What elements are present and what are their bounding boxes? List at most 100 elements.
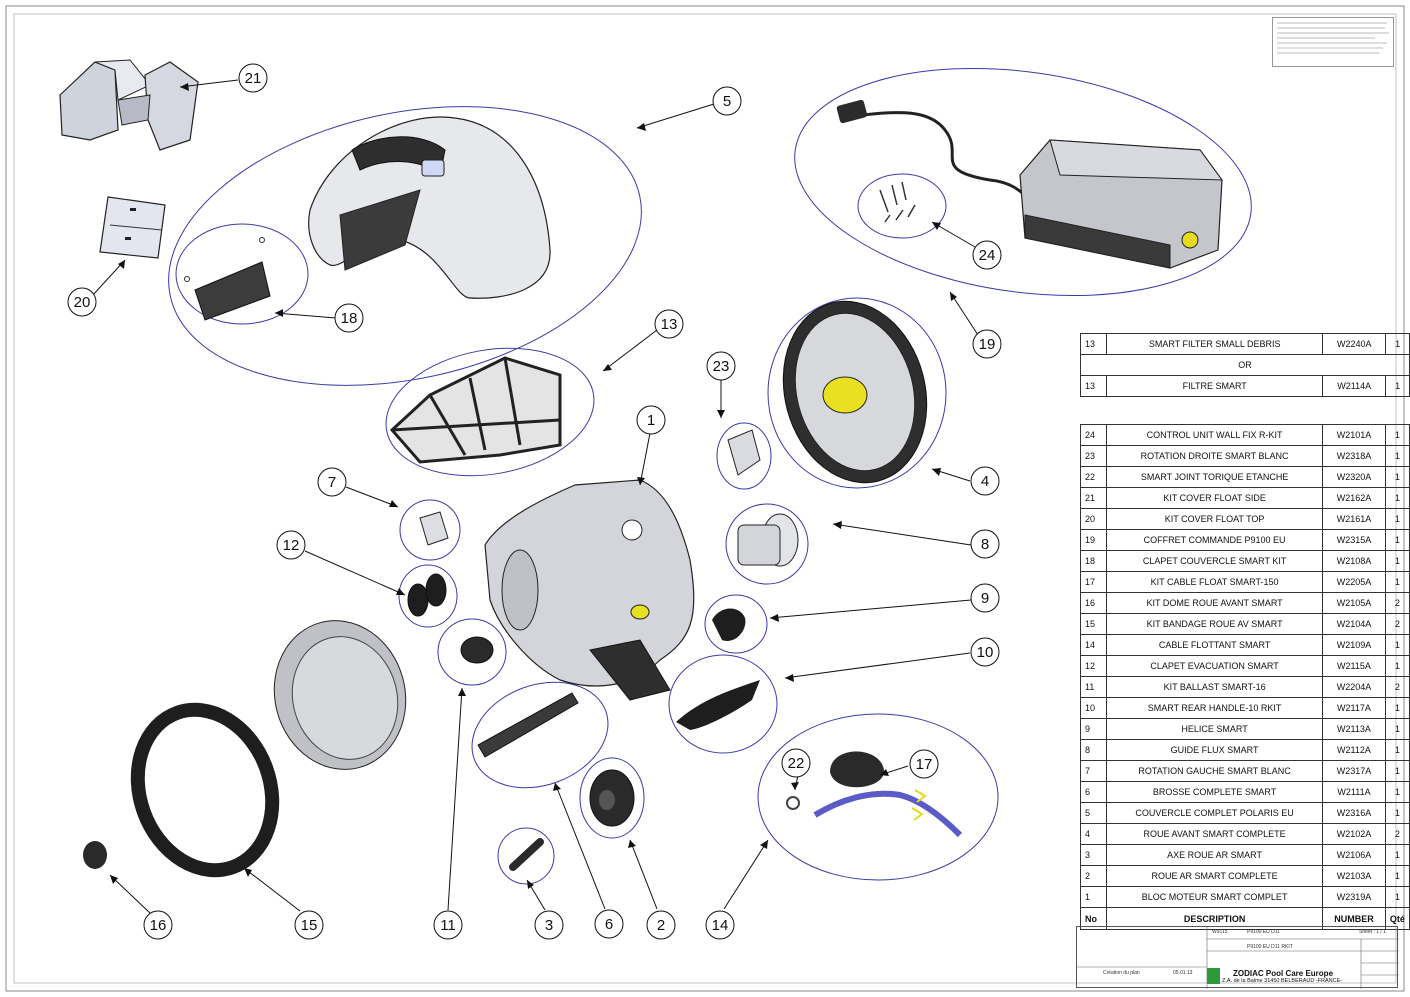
- copyright-notice: [1272, 17, 1394, 67]
- callout-circle: [972, 240, 1002, 270]
- callout-circle: [433, 910, 463, 940]
- callout-circle: [970, 466, 1000, 496]
- cell-qty: 1: [1384, 550, 1410, 572]
- callout-label: 22: [788, 755, 805, 772]
- cell-no: 13: [1079, 375, 1108, 397]
- cell-no: 14: [1079, 634, 1108, 656]
- cell-qty: 2: [1384, 823, 1410, 845]
- cell-number: W2112A: [1322, 739, 1386, 761]
- callout-1: 1: [636, 405, 666, 435]
- cell-qty: 1: [1384, 865, 1410, 887]
- part-3-rear-axle: [509, 838, 544, 871]
- group-ellipse-18: [175, 223, 309, 325]
- cell-number: W2102A: [1322, 823, 1386, 845]
- callout-15: 15: [294, 910, 324, 940]
- cell-description: KIT BALLAST SMART-16: [1106, 676, 1324, 698]
- callout-label: 23: [713, 358, 730, 375]
- part-4-front-wheel: [782, 300, 928, 484]
- cell-number: W2161A: [1322, 508, 1386, 530]
- cell-qty: 1: [1385, 375, 1410, 397]
- cell-qty: 2: [1384, 676, 1410, 698]
- cell-description: KIT COVER FLOAT TOP: [1106, 508, 1324, 530]
- cell-number: W2111A: [1322, 781, 1386, 803]
- cell-no: 2: [1079, 865, 1108, 887]
- tb-designation-code: P9100 EU D11: [1247, 929, 1280, 935]
- callout-12: 12: [276, 530, 306, 560]
- callout-17: 17: [909, 749, 939, 779]
- cell-description: COFFRET COMMANDE P9100 EU: [1106, 529, 1324, 551]
- cell-no: 19: [1079, 529, 1108, 551]
- callout-circle: [636, 405, 666, 435]
- part-12-drain-flap: [407, 573, 447, 617]
- cell-qty: 1: [1384, 445, 1410, 467]
- cell-description: HELICE SMART: [1106, 718, 1324, 740]
- callout-18: 18: [334, 303, 364, 333]
- cell-number: W2204A: [1322, 676, 1386, 698]
- callout-label: 5: [723, 93, 731, 110]
- zodiac-logo: [1207, 968, 1220, 984]
- part-2-small-wheel: [589, 769, 635, 827]
- callout-label: 16: [150, 917, 167, 934]
- table-header-row: No DESCRIPTION NUMBER Qté: [1079, 907, 1410, 930]
- callout-10: 10: [970, 637, 1000, 667]
- alternate-filter-table: 13 SMART FILTER SMALL DEBRIS W2240A 1 OR…: [1079, 333, 1410, 397]
- callout-label: 11: [440, 917, 456, 934]
- cell-number: W2103A: [1322, 865, 1386, 887]
- callout-13: 13: [654, 309, 684, 339]
- group-ellipse-6: [471, 681, 609, 789]
- part-15-tire-band: [130, 702, 280, 878]
- callout-label: 21: [245, 70, 262, 87]
- cell-description: COUVERCLE COMPLET POLARIS EU: [1106, 802, 1324, 824]
- callout-circle: [534, 910, 564, 940]
- cell-qty: 1: [1384, 487, 1410, 509]
- cell-no: 12: [1079, 655, 1108, 677]
- leader-arrowheads: [110, 83, 957, 889]
- callout-label: 6: [605, 916, 613, 933]
- part-1-motor-block: [484, 479, 695, 701]
- callout-circle: [970, 637, 1000, 667]
- callout-label: 3: [545, 917, 553, 934]
- cell-qty: 1: [1384, 697, 1410, 719]
- callout-label: 7: [328, 474, 336, 491]
- cell-or: OR: [1080, 354, 1410, 376]
- table-row: OR: [1080, 354, 1410, 376]
- cell-no: 7: [1079, 760, 1108, 782]
- group-ellipse-19: [794, 67, 1252, 297]
- callout-9: 9: [970, 583, 1000, 613]
- callout-5: 5: [712, 86, 742, 116]
- callout-circle: [706, 351, 736, 381]
- cell-description: KIT DOME ROUE AVANT SMART: [1106, 592, 1324, 614]
- callout-circle: [143, 910, 173, 940]
- callout-circle: [594, 909, 624, 939]
- callout-circle: [705, 910, 735, 940]
- callout-label: 19: [979, 336, 996, 353]
- callout-2: 2: [646, 910, 676, 940]
- cell-no: 9: [1079, 718, 1108, 740]
- group-ellipse-14: [757, 713, 999, 881]
- tb-revision-note: Création du plan: [1103, 970, 1140, 976]
- group-ellipse-23: [716, 422, 772, 490]
- tb-plan-no: P9100 EU D11 RKIT: [1247, 944, 1293, 950]
- callout-circle: [970, 583, 1000, 613]
- cell-description: ROUE AVANT SMART COMPLETE: [1106, 823, 1324, 845]
- cell-number: W2105A: [1322, 592, 1386, 614]
- cell-qty: 1: [1384, 466, 1410, 488]
- cell-number: W2319A: [1322, 886, 1386, 908]
- notice-fine-print: [1277, 22, 1389, 54]
- cell-no: 1: [1079, 886, 1108, 908]
- cell-no: 16: [1079, 592, 1108, 614]
- callout-label: 15: [301, 917, 318, 934]
- callout-20: 20: [67, 287, 97, 317]
